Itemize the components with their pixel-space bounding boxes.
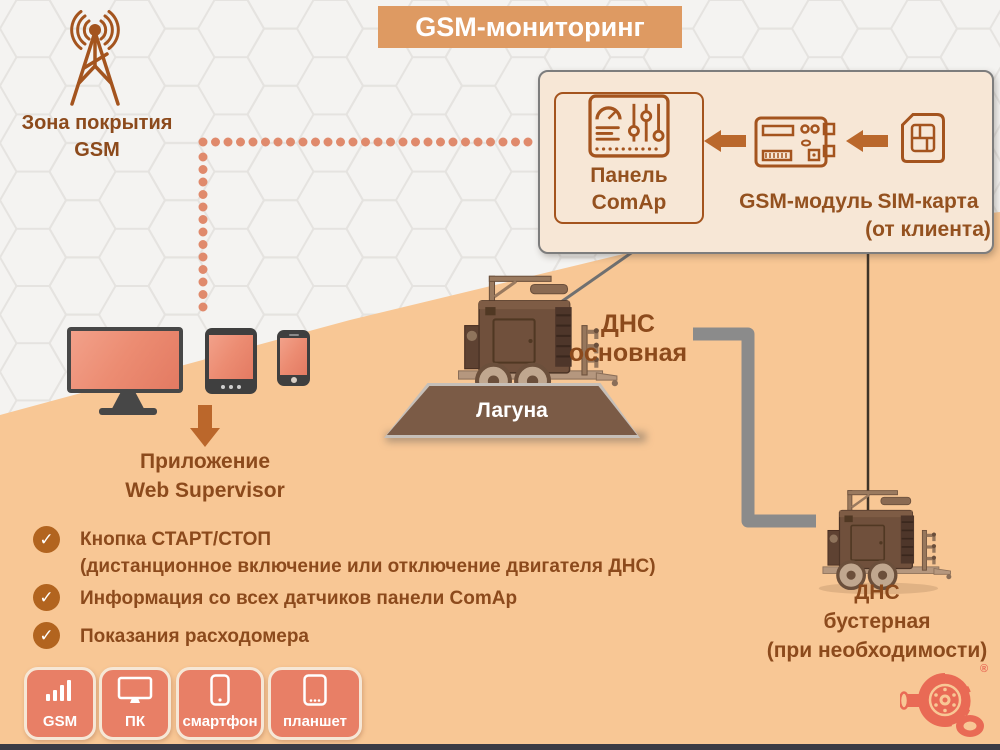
dns-main-line1: ДНС — [601, 310, 655, 338]
dns-booster-label: ДНС бустерная (при необходимости) — [757, 578, 997, 665]
pc-button[interactable]: ПК — [99, 667, 171, 740]
smartphone-button-label: смартфон — [182, 713, 258, 730]
dns-booster-line3: (при необходимости) — [766, 639, 988, 662]
smartphone-button[interactable]: смартфон — [176, 667, 264, 740]
down-arrow-icon — [198, 405, 212, 429]
monitor-base — [99, 408, 157, 415]
coverage-label: Зона покрытия GSM — [8, 110, 186, 164]
signal-bars-icon — [46, 670, 74, 710]
app-line2: Web Supervisor — [125, 479, 285, 502]
tablet-icon — [303, 670, 327, 710]
pc-button-label: ПК — [125, 713, 145, 730]
left-arrow-icon — [704, 130, 746, 152]
tablet-button[interactable]: планшет — [268, 667, 362, 740]
down-arrow-head — [190, 428, 220, 447]
lagoon-label: Лагуна — [386, 386, 638, 435]
checklist-item-2-line1: Информация со всех датчиков панели ComAp — [80, 588, 518, 609]
comap-panel-card: Панель ComAp — [554, 92, 704, 224]
sim-card-icon — [901, 113, 945, 163]
bottom-edge-strip — [0, 744, 1000, 750]
dns-booster-line2: бустерная — [823, 610, 931, 633]
sim-card-label: SIM-карта — [877, 190, 979, 213]
monitor-stand — [111, 392, 145, 409]
registered-mark: ® — [980, 663, 988, 675]
tablet-icon — [205, 328, 257, 394]
check-icon: ✓ — [33, 622, 60, 649]
gsm-button-label: GSM — [42, 713, 78, 730]
sim-card-sublabel: (от клиента) — [865, 218, 991, 241]
coverage-line1: Зона покрытия — [21, 112, 173, 134]
tablet-button-label: планшет — [283, 713, 347, 730]
monitor-icon — [117, 670, 153, 710]
dns-main-label: ДНС основная — [558, 310, 698, 368]
left-arrow-icon — [846, 130, 888, 152]
checklist-item-1-line1: Кнопка СТАРТ/СТОП — [80, 529, 272, 550]
smartphone-icon — [277, 330, 310, 386]
comap-panel-label: Панель ComAp — [590, 164, 668, 214]
coverage-line2: GSM — [74, 139, 120, 161]
smartphone-icon — [210, 670, 230, 710]
app-line1: Приложение — [139, 450, 270, 473]
gsm-module-label: GSM-модуль — [739, 190, 873, 213]
control-panel-icon — [588, 94, 670, 158]
checklist-item-1-line2: (дистанционное включение или отключение … — [80, 556, 656, 577]
pump-logo-icon: ® — [900, 663, 988, 737]
lagoon-basin: Лагуна — [383, 383, 641, 438]
dns-link-connector — [693, 327, 816, 528]
check-icon: ✓ — [33, 526, 60, 553]
web-supervisor-label: Приложение Web Supervisor — [100, 447, 310, 505]
page-title: GSM-мониторинг — [378, 6, 682, 48]
dns-main-line2: основная — [568, 339, 688, 367]
gsm-button[interactable]: GSM — [24, 667, 96, 740]
check-icon: ✓ — [33, 584, 60, 611]
gsm-module-icon — [754, 116, 836, 168]
panel-to-pump-line — [550, 249, 635, 311]
radio-tower-icon — [70, 10, 120, 106]
gsm-chain-box: Панель ComAp GSM-модуль — [538, 70, 994, 254]
monitor-icon — [67, 327, 183, 393]
dns-booster-line1: ДНС — [854, 581, 900, 604]
checklist-item-3-line1: Показания расходомера — [80, 626, 310, 647]
